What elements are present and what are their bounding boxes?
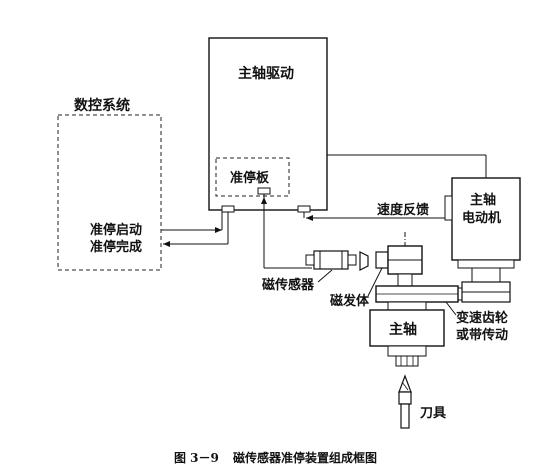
nc-system-box [57,114,162,271]
tool-shank [400,403,410,429]
gear-label-1: 变速齿轮 [456,310,508,326]
mag-body-label: 磁发体 [330,293,370,309]
tool-tip [398,374,412,393]
orient-start-label: 准停启动 [90,222,142,238]
caption-number: 图 3－9 [174,451,219,465]
spindle-drive-box [208,37,328,211]
spindle-label: 主轴 [389,321,417,338]
mag-sensor-cap-left [305,254,315,266]
tool-label: 刀具 [420,406,446,421]
motor-label-1: 主轴 [470,192,496,208]
tool-body [398,391,412,405]
drive-terminal-left [221,205,235,213]
magnet-block [375,251,389,269]
drive-terminal-mid [257,187,271,195]
motor-label-2: 电动机 [462,210,501,226]
gear-label-2: 或带传动 [456,327,508,343]
spindle-bearing-lower [387,345,427,357]
mag-body-leader [367,267,383,297]
mag-sensor-leader [317,269,333,283]
gear-leader [445,301,457,316]
spindle-shaft-upper [397,273,413,287]
mag-sensor-label: 磁传感器 [262,277,315,293]
motor-shaft [471,267,501,283]
spindle-drive-title: 主轴驱动 [238,65,294,82]
orient-done-label: 准停完成 [90,239,142,255]
mag-sensor-head [359,251,369,271]
orient-board-box [215,157,290,197]
spindle-housing [369,309,445,347]
orient-board-label: 准停板 [230,170,270,186]
motor-base [457,259,515,269]
mag-sensor-cap-right [347,254,357,266]
motor-encoder [444,195,453,221]
mag-sensor-body [313,250,349,270]
speed-feedback-label: 速度反馈 [377,202,429,218]
caption-title: 磁传感器准停装置组成框图 [232,450,377,465]
tool-flute1 [401,381,409,391]
nc-system-title: 数控系统 [74,97,130,114]
spindle-bearing-upper [387,301,427,311]
drive-terminal-right [297,205,311,213]
